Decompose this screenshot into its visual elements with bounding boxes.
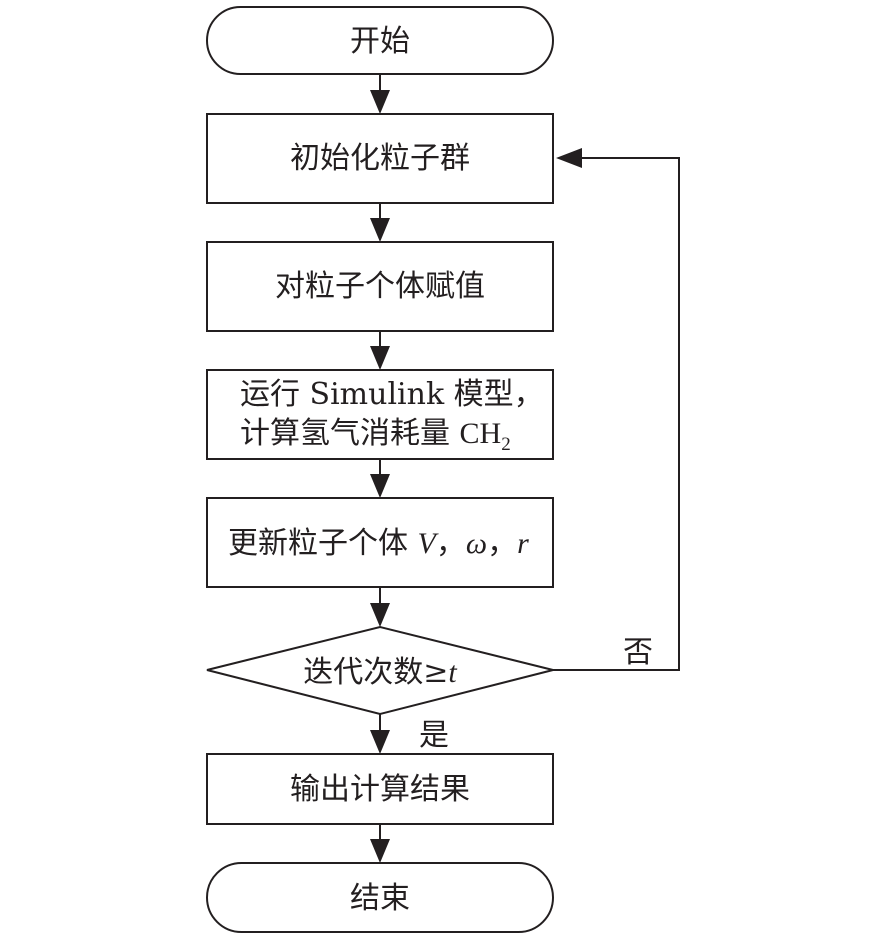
edge-assign-to-simulate xyxy=(370,331,390,370)
simulate-line2-prefix: 计算氢气消耗量 xyxy=(240,416,460,451)
simulate-line2-symbol: CH xyxy=(460,417,502,450)
arrowhead xyxy=(370,730,390,754)
assign-label: 对粒子个体赋值 xyxy=(275,269,485,304)
update-prefix: 更新粒子个体 xyxy=(228,526,418,561)
edge-decision-yes: 是 xyxy=(370,714,449,754)
arrowhead xyxy=(370,474,390,498)
update-var-omega: ω xyxy=(466,527,487,560)
yes-label: 是 xyxy=(419,718,449,753)
output-label: 输出计算结果 xyxy=(290,772,470,807)
arrowhead xyxy=(370,218,390,242)
edge-init-to-assign xyxy=(370,203,390,242)
arrowhead xyxy=(370,839,390,863)
edge-simulate-to-update xyxy=(370,459,390,498)
simulate-line1: 运行 Simulink 模型， xyxy=(240,377,544,412)
update-node: 更新粒子个体 V，ω，r xyxy=(206,497,554,588)
simulate-line2-subscript: 2 xyxy=(501,434,511,455)
end-node: 结束 xyxy=(206,862,554,933)
end-label: 结束 xyxy=(350,881,410,916)
update-label: 更新粒子个体 V，ω，r xyxy=(228,526,529,561)
init-node: 初始化粒子群 xyxy=(206,113,554,204)
edge-output-to-end xyxy=(370,824,390,863)
update-sep2: ， xyxy=(487,526,517,561)
simulate-line2: 计算氢气消耗量 CH2 xyxy=(240,416,511,455)
start-label: 开始 xyxy=(350,24,410,59)
update-sep1: ， xyxy=(436,526,466,561)
simulate-node: 运行 Simulink 模型， 计算氢气消耗量 CH2 xyxy=(206,369,554,460)
end-terminal-shape xyxy=(206,862,554,933)
arrowhead xyxy=(370,346,390,370)
decision-node: 迭代次数≥t xyxy=(206,625,554,716)
assign-node: 对粒子个体赋值 xyxy=(206,241,554,332)
output-node: 输出计算结果 xyxy=(206,753,554,825)
edge-update-to-decision xyxy=(370,587,390,627)
decision-label: 迭代次数≥t xyxy=(303,655,457,690)
output-process-box xyxy=(206,753,554,825)
decision-prefix: 迭代次数≥ xyxy=(303,655,448,690)
edge-start-to-init xyxy=(370,74,390,114)
update-var-r: r xyxy=(517,527,529,560)
update-var-v: V xyxy=(418,527,440,560)
decision-var-t: t xyxy=(448,656,457,689)
loop-back-line xyxy=(553,157,680,671)
start-node: 开始 xyxy=(206,6,554,75)
arrowhead xyxy=(556,148,582,168)
update-process-box xyxy=(206,497,554,588)
init-process-box xyxy=(206,113,554,204)
init-label: 初始化粒子群 xyxy=(290,141,470,176)
arrowhead xyxy=(370,603,390,627)
simulate-process-box xyxy=(206,369,554,460)
arrowhead xyxy=(370,90,390,114)
edge-decision-no-loop: 否 xyxy=(553,148,680,671)
no-label: 否 xyxy=(623,635,653,670)
